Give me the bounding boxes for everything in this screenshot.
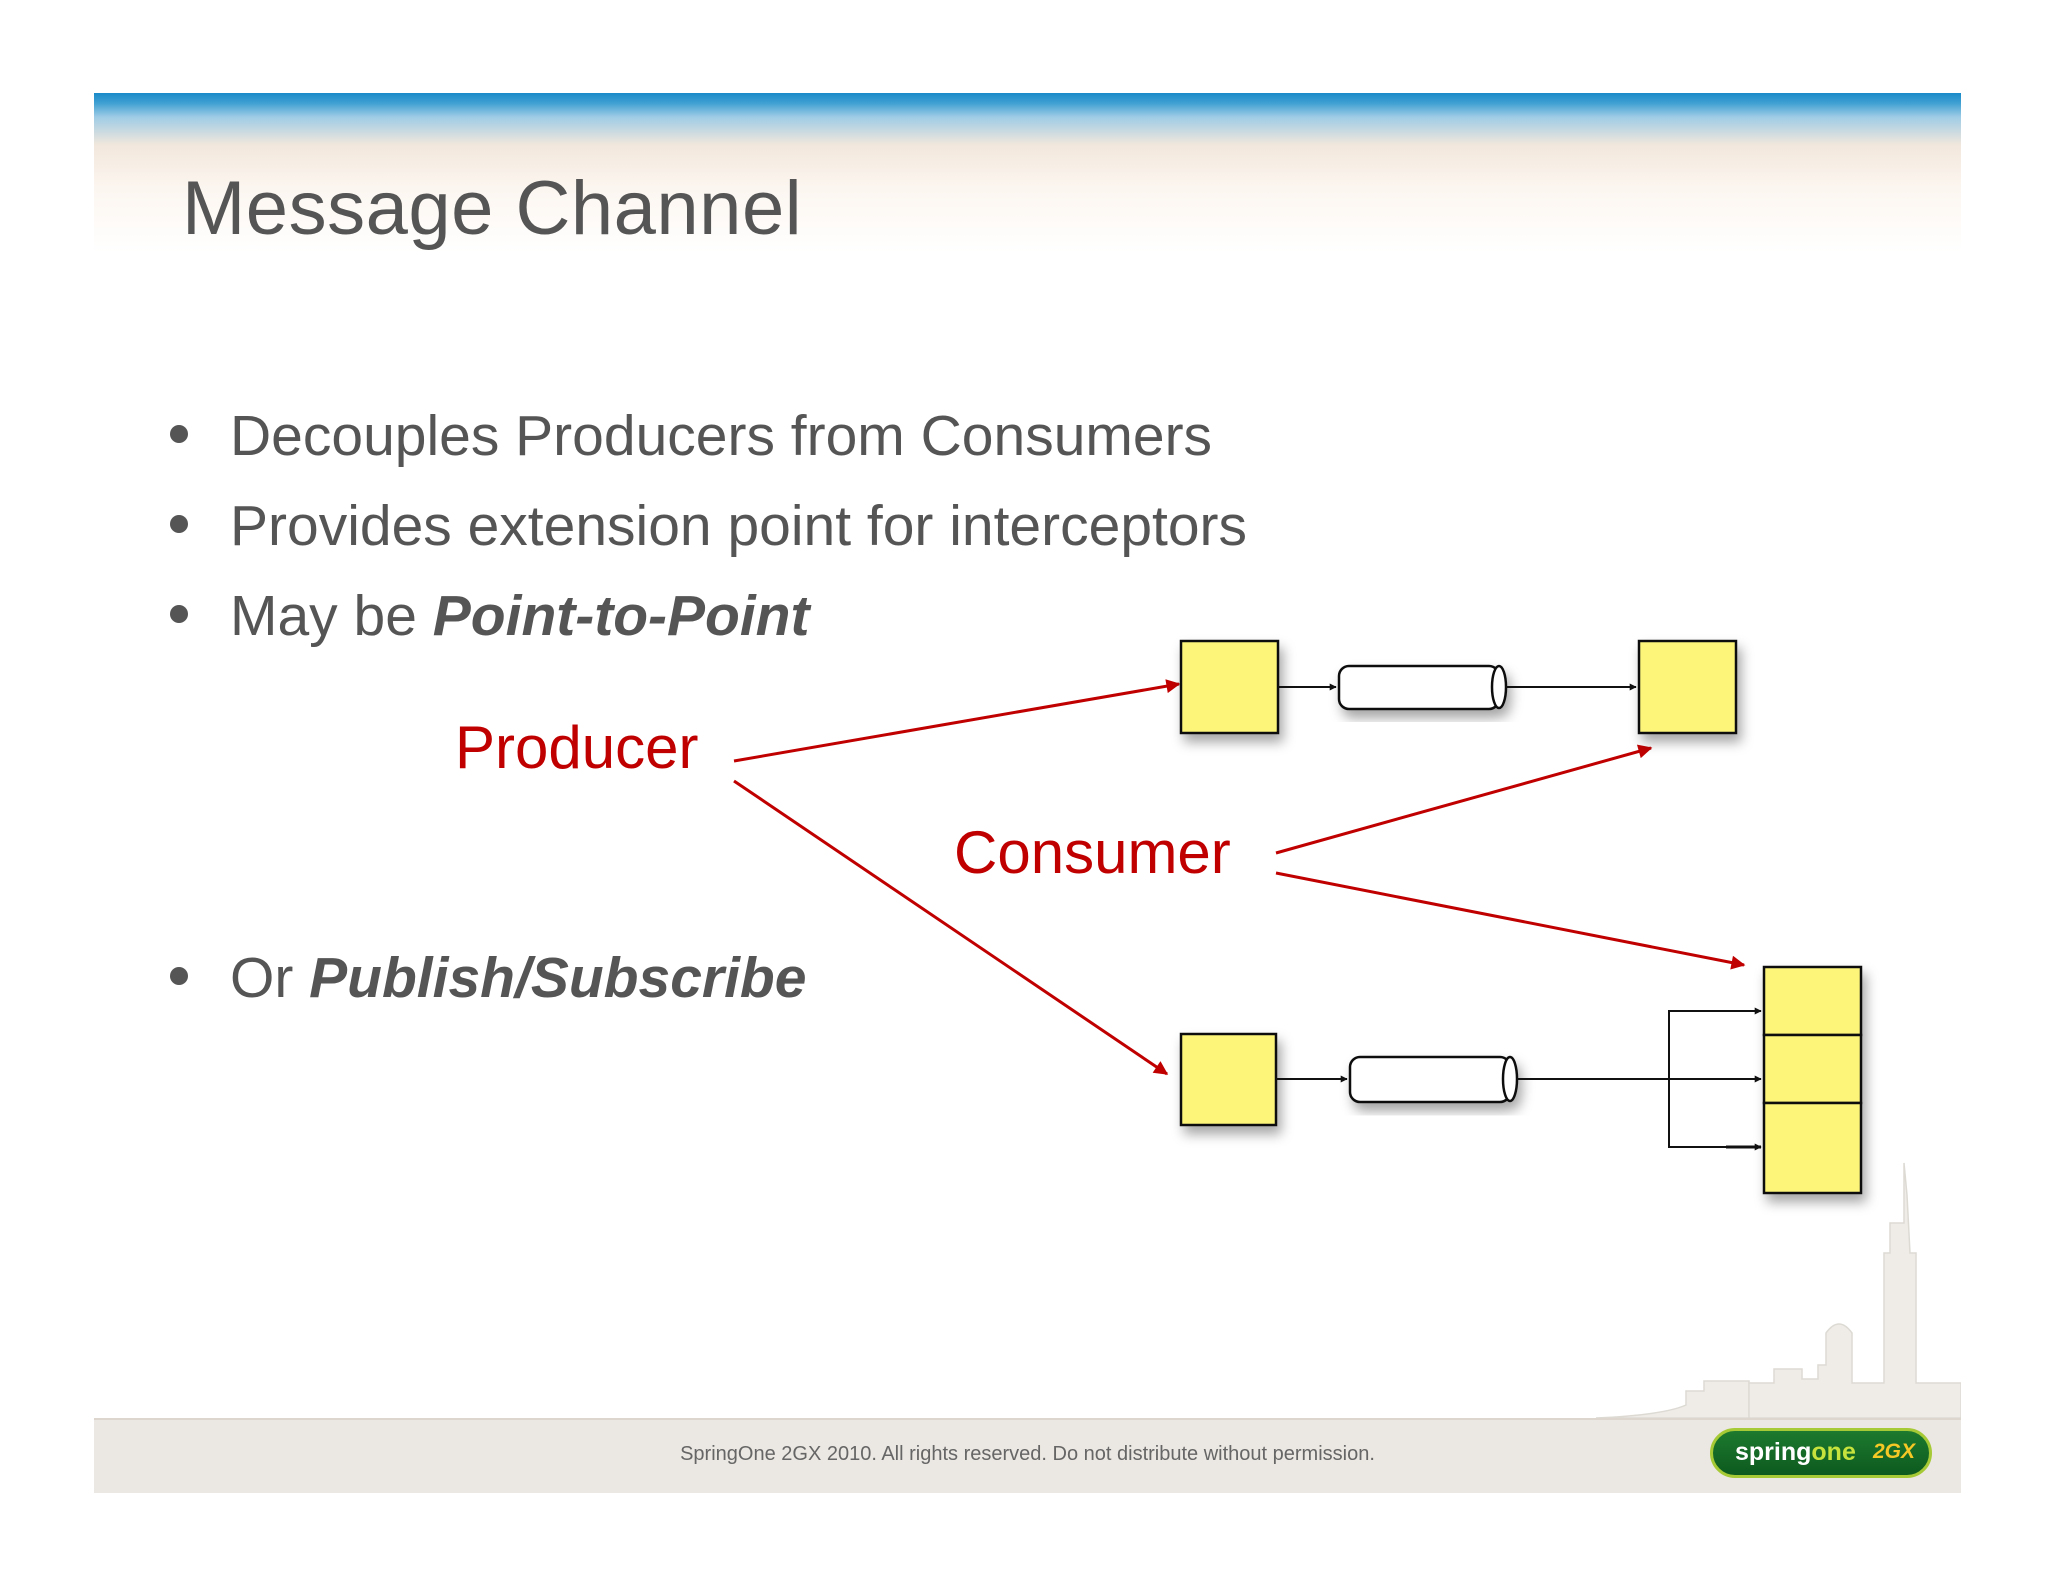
bullet-dot-icon	[170, 966, 188, 985]
bullet-dot-icon	[170, 604, 188, 623]
bullet-dot-icon	[170, 514, 188, 533]
bullet-text: Or	[230, 946, 310, 1010]
producer-arrow-bottom	[733, 779, 1169, 1076]
footer-divider	[94, 1418, 1961, 1420]
springone-2gx-logo: springone 2GX	[1710, 1428, 1932, 1478]
consumer-label: Consumer	[954, 819, 1231, 886]
pubsub-producer-node	[1179, 1032, 1278, 1127]
p2p-channel-pipe	[1337, 664, 1508, 711]
bullet-item: Decouples Producers from Consumers	[170, 403, 1212, 469]
bullet-item: Provides extension point for interceptor…	[170, 493, 1247, 559]
subscriber-node	[1762, 1101, 1863, 1195]
logo-text: springone	[1735, 1438, 1856, 1467]
slide-title: Message Channel	[182, 166, 803, 251]
consumer-arrow-bottom	[1275, 871, 1746, 970]
producer-arrow-top	[733, 679, 1181, 763]
bullet-emphasis: Point-to-Point	[432, 584, 810, 648]
bullet-item: May be Point-to-Point	[170, 583, 809, 649]
bullet-text: May be	[230, 584, 433, 648]
header-gradient-bar	[94, 93, 1961, 253]
footer-bar	[94, 1418, 1961, 1493]
channel-diagram	[733, 639, 1961, 1419]
pubsub-subscriber-stack	[1762, 965, 1863, 1195]
slide: Message Channel Decouples Producers from…	[94, 93, 1961, 1493]
p2p-producer-node	[1179, 639, 1280, 735]
logo-spring-text: spring	[1735, 1438, 1812, 1466]
consumer-arrow-top	[1275, 744, 1653, 855]
pubsub-fanout-line	[1668, 1010, 1761, 1148]
pubsub-channel-pipe	[1348, 1055, 1519, 1104]
skyline-decoration	[1595, 1162, 1961, 1419]
bullet-text: Provides extension point for interceptor…	[230, 494, 1248, 558]
p2p-consumer-node	[1637, 639, 1738, 735]
bullet-text: Decouples Producers from Consumers	[230, 404, 1213, 468]
logo-2gx-text: 2GX	[1873, 1440, 1916, 1463]
subscriber-node	[1762, 965, 1863, 1037]
subscriber-node	[1762, 1033, 1863, 1105]
bullet-dot-icon	[170, 424, 188, 443]
producer-label: Producer	[455, 714, 699, 781]
copyright-notice: SpringOne 2GX 2010. All rights reserved.…	[680, 1443, 1375, 1465]
logo-one-text: one	[1811, 1438, 1856, 1466]
bullet-item: Or Publish/Subscribe	[170, 945, 806, 1011]
bullet-emphasis: Publish/Subscribe	[309, 946, 807, 1010]
